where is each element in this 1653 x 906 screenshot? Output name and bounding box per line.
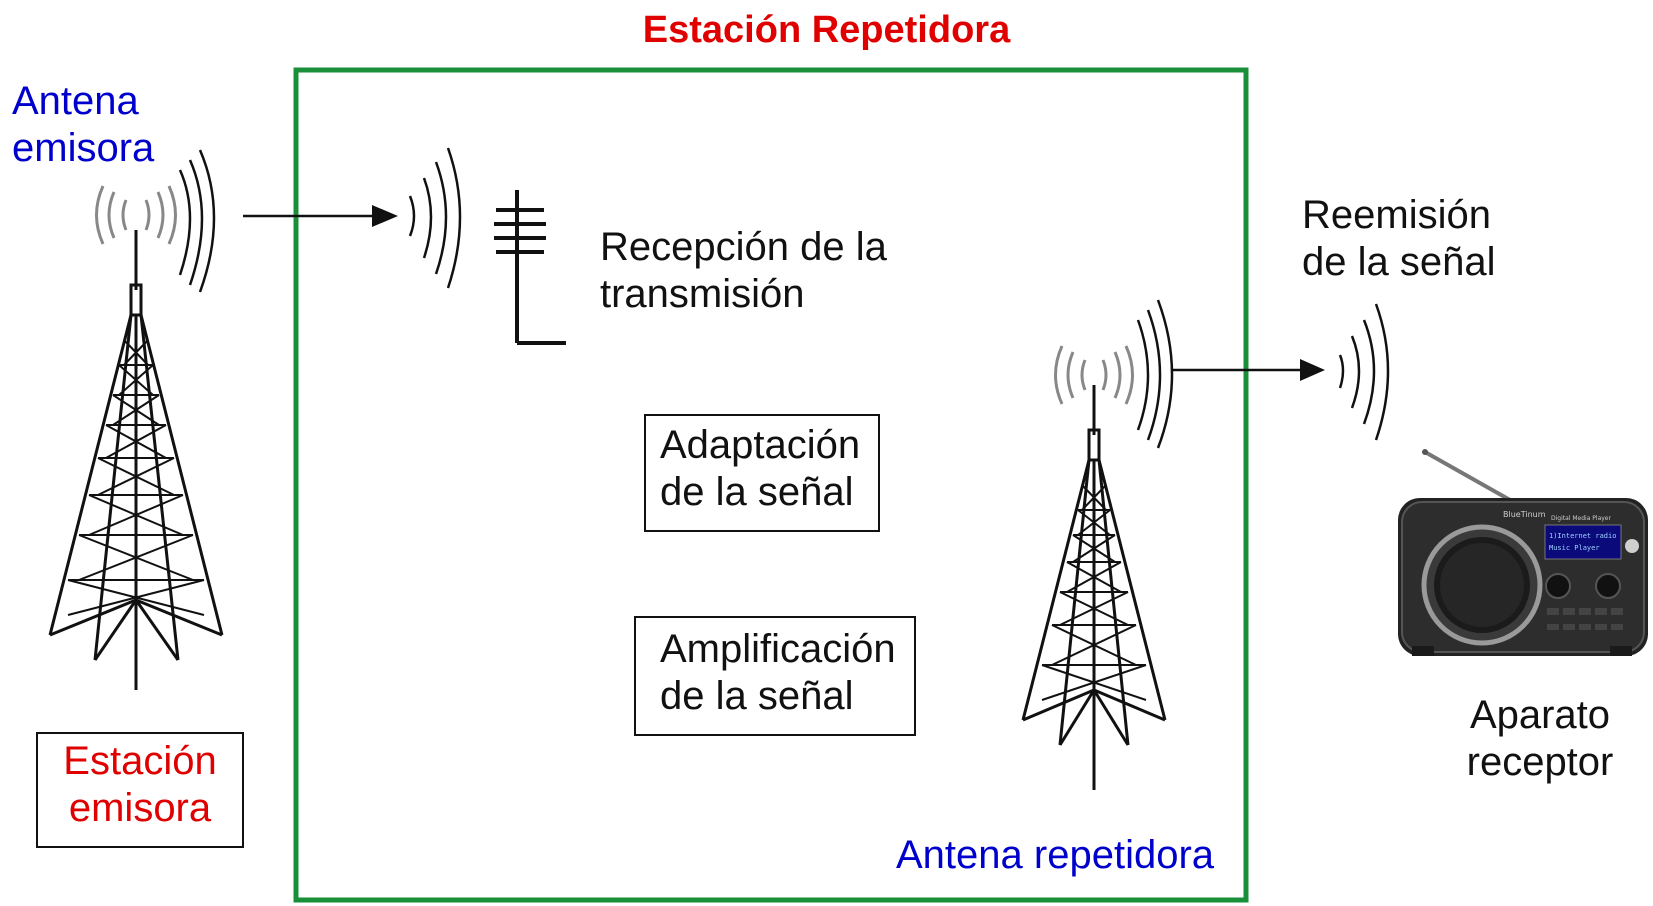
receiving-antenna-icon [494, 190, 566, 345]
transmitter-signal-waves [95, 185, 177, 245]
radio-brand: BlueTinum [1503, 510, 1546, 519]
radio-header: Digital Media Player [1551, 515, 1611, 522]
outgoing-signal-waves [1338, 303, 1390, 441]
incoming-signal-waves [408, 147, 462, 289]
outgoing-arrow [1172, 359, 1325, 381]
box-amplificacion: Amplificación de la señal [634, 616, 916, 736]
box-estacion-emisora: Estación emisora [36, 732, 244, 848]
label-recepcion: Recepción de la transmisión [600, 225, 887, 317]
box-adaptacion: Adaptación de la señal [644, 414, 880, 532]
repeater-tower [1021, 385, 1167, 790]
label-estacion-emisora: Estación emisora [63, 739, 217, 831]
incoming-arrow [243, 205, 398, 227]
repeater-broadcast-waves [1136, 299, 1174, 449]
label-aparato-receptor: Aparato receptor [1466, 693, 1614, 785]
radio-line1: 1)Internet radio [1549, 532, 1616, 540]
radio-line2: Music Player [1549, 544, 1600, 552]
radio-receiver-image: BlueTinum Digital Media Player 1)Interne… [1398, 449, 1648, 656]
diagram-title: Estación Repetidora [642, 9, 1011, 51]
repeater-signal-waves [1054, 345, 1134, 405]
label-amplificacion: Amplificación de la señal [660, 627, 896, 719]
transmitter-broadcast-waves [178, 149, 216, 293]
label-reemision: Reemisión de la señal [1302, 193, 1496, 285]
transmitter-tower [48, 230, 224, 690]
label-antena-emisora: Antena emisora [12, 79, 155, 171]
label-adaptacion: Adaptación de la señal [660, 423, 861, 515]
repeater-station-frame [293, 67, 1249, 903]
label-antena-repetidora: Antena repetidora [896, 833, 1215, 877]
